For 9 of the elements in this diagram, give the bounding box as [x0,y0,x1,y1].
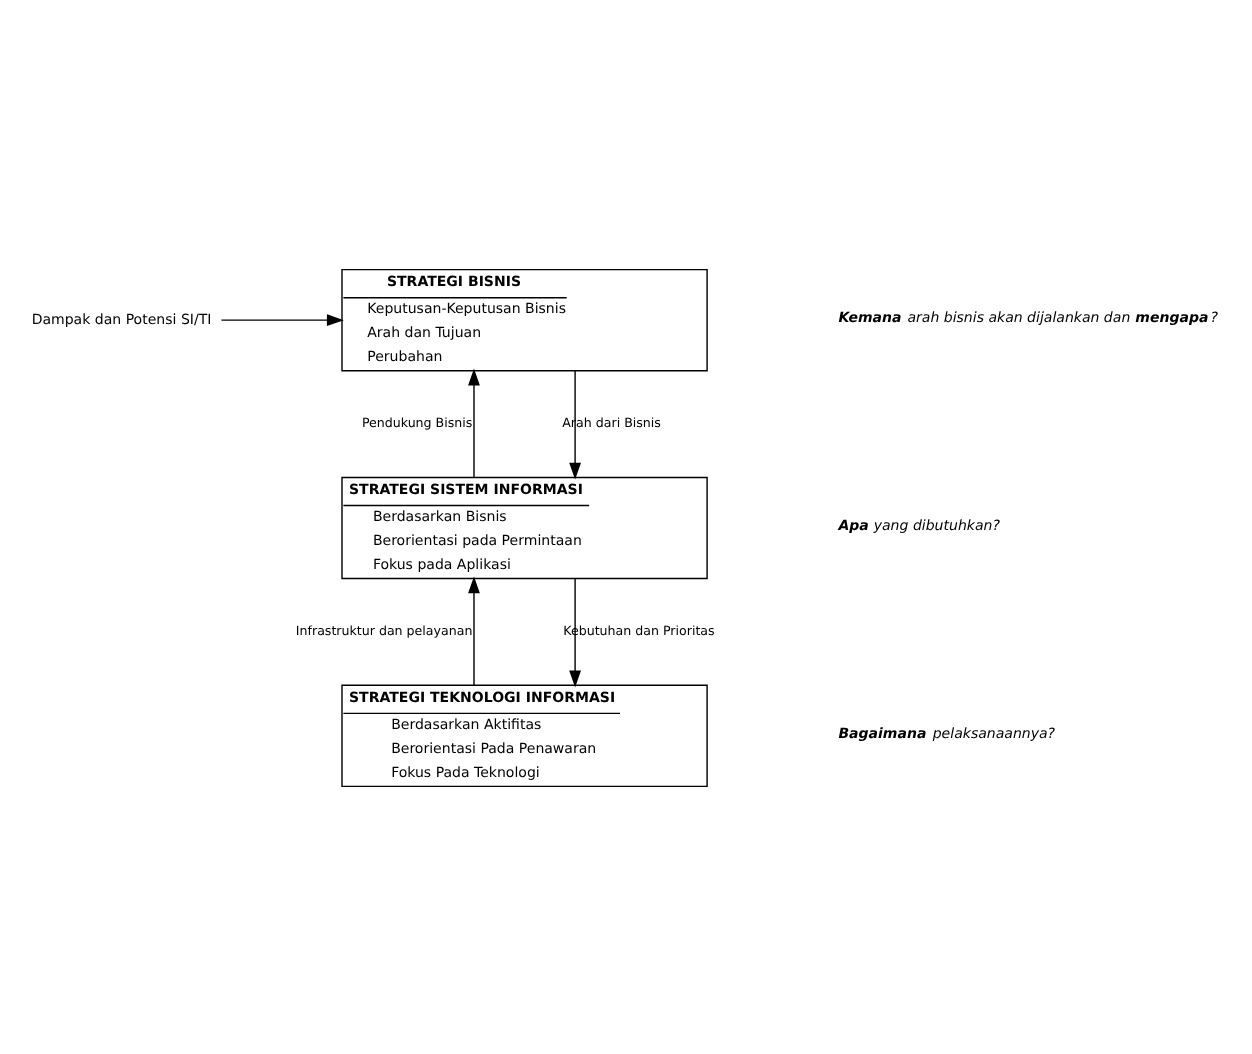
arrow [220,313,344,326]
label: Bagaimana pelaksanaannya? [838,722,1056,741]
arrow [569,369,581,479]
node-text: Dampak dan Potensi SI/TI [31,308,212,327]
arrow [468,367,480,478]
label: Apa yang dibutuhkan? [838,515,1000,534]
arrow [569,576,581,687]
arrow [468,575,480,685]
label: Kemana arah bisnis akan dijalankan dan mengapa? [838,307,1218,326]
